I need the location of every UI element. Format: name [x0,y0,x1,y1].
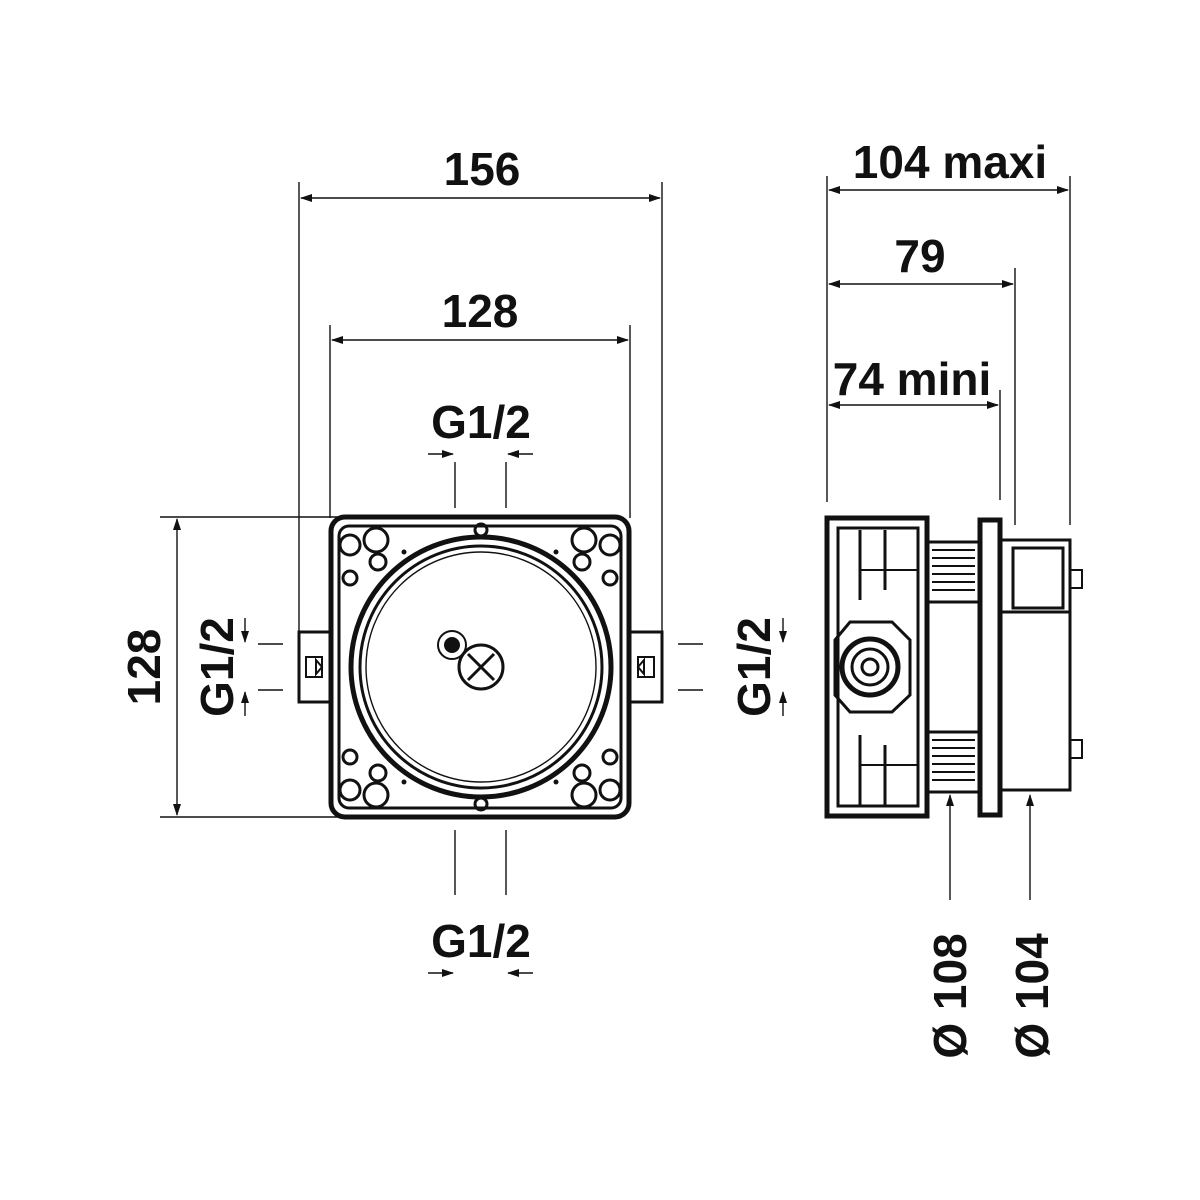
diameter-108: Ø 108 [924,794,976,1059]
thread-label-bottom: G1/2 [431,915,531,967]
dimension-74-mini: 74 mini [828,353,1001,500]
dimension-label-74-mini: 74 mini [833,353,992,405]
thread-right: G1/2 [678,617,787,717]
dimension-104-maxi: 104 maxi [826,136,1071,525]
valve-body-side [824,515,1083,819]
thread-left: G1/2 [191,617,283,717]
dimension-label-156: 156 [444,143,521,195]
dimension-label-104-maxi: 104 maxi [853,136,1047,188]
thread-label-right: G1/2 [728,617,780,717]
diameter-104: Ø 104 [1006,794,1058,1059]
dimension-label-128-vertical: 128 [118,629,170,706]
dimension-label-128-horizontal: 128 [442,285,519,337]
dimension-79: 79 [828,230,1016,525]
dimension-label-79: 79 [894,230,945,282]
thread-lines [932,549,975,781]
diameter-label-104: Ø 104 [1006,933,1058,1059]
corner-lugs [338,522,622,812]
side-view: 104 maxi 79 74 mini [824,136,1083,1059]
dimension-128-horizontal: 128 [329,285,631,518]
diameter-label-108: Ø 108 [924,933,976,1058]
dimension-156: 156 [298,143,663,632]
valve-body-front [297,514,664,820]
thread-label-top: G1/2 [431,396,531,448]
thread-bottom: G1/2 [428,830,533,977]
thread-label-left: G1/2 [191,617,243,717]
front-view: 156 128 G1/2 G1/2 [118,143,787,977]
thread-top: G1/2 [428,396,533,508]
dimension-128-vertical: 128 [118,516,470,818]
